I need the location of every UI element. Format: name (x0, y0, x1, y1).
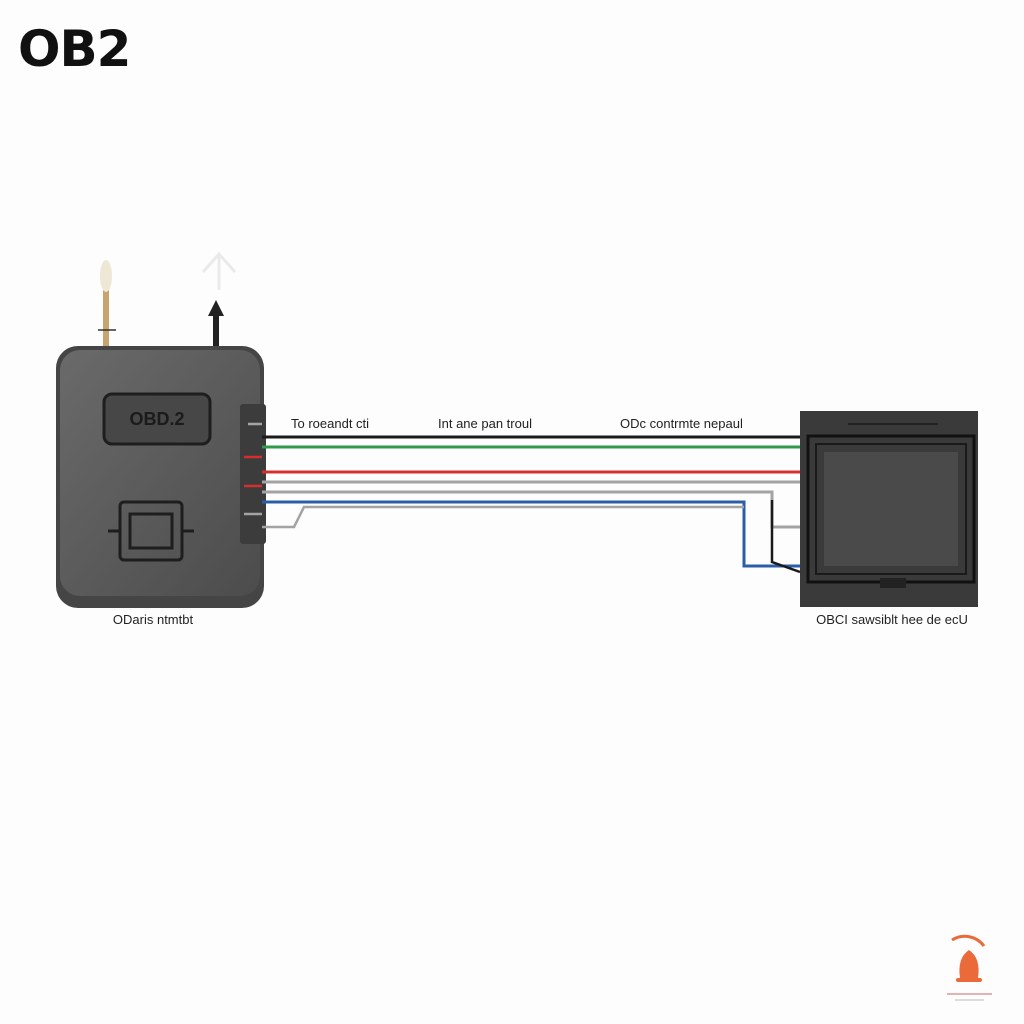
ecu-caption: OBCI sawsiblt hee de ecU (816, 612, 968, 627)
antenna-icon (98, 260, 116, 346)
obd-badge (102, 392, 212, 446)
connector-caption: ODaris ntmtbt (113, 612, 194, 627)
wire-label-2: Int ane pan troul (438, 416, 532, 431)
arrow-up-icon (208, 300, 224, 348)
wire-label-3: ODc contrmte nepaul (620, 416, 743, 431)
ecu-box (800, 411, 978, 607)
chip-icon (108, 500, 194, 562)
obd-badge-label: OBD.2 (129, 409, 184, 429)
faint-arrow-icon (201, 251, 237, 290)
wire-stub-1 (262, 505, 744, 529)
wire-stub-2 (770, 500, 801, 574)
wire-label-1: To roeandt cti (291, 416, 369, 431)
logo-icon (947, 934, 992, 1001)
wire-bundle (244, 422, 801, 574)
wire-6 (262, 500, 800, 568)
obd-connector: OBD.2 (56, 346, 266, 608)
wire-5 (262, 490, 800, 529)
diagram-title: OB2 (18, 20, 131, 78)
